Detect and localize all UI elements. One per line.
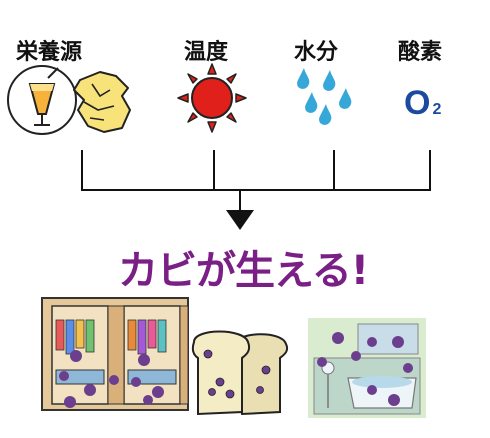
headline-mold-grows: カビが生える! (118, 248, 369, 294)
bathroom-mold-icon (308, 318, 426, 418)
closet-mold-icon (41, 297, 189, 411)
factor-temperature-label: 温度 (184, 40, 229, 65)
factor-oxygen-label: 酸素 (398, 40, 443, 65)
water-drops-icon (297, 68, 352, 125)
bracket-connector (81, 150, 431, 230)
bread-mold-icon (191, 330, 289, 416)
shirt-icon (73, 71, 131, 133)
arrow-down-icon (226, 210, 254, 230)
juice-glass-icon (7, 65, 77, 135)
sun-icon (177, 63, 247, 133)
factor-nutrition-label: 栄養源 (16, 40, 83, 65)
factor-moisture-label: 水分 (294, 40, 339, 65)
